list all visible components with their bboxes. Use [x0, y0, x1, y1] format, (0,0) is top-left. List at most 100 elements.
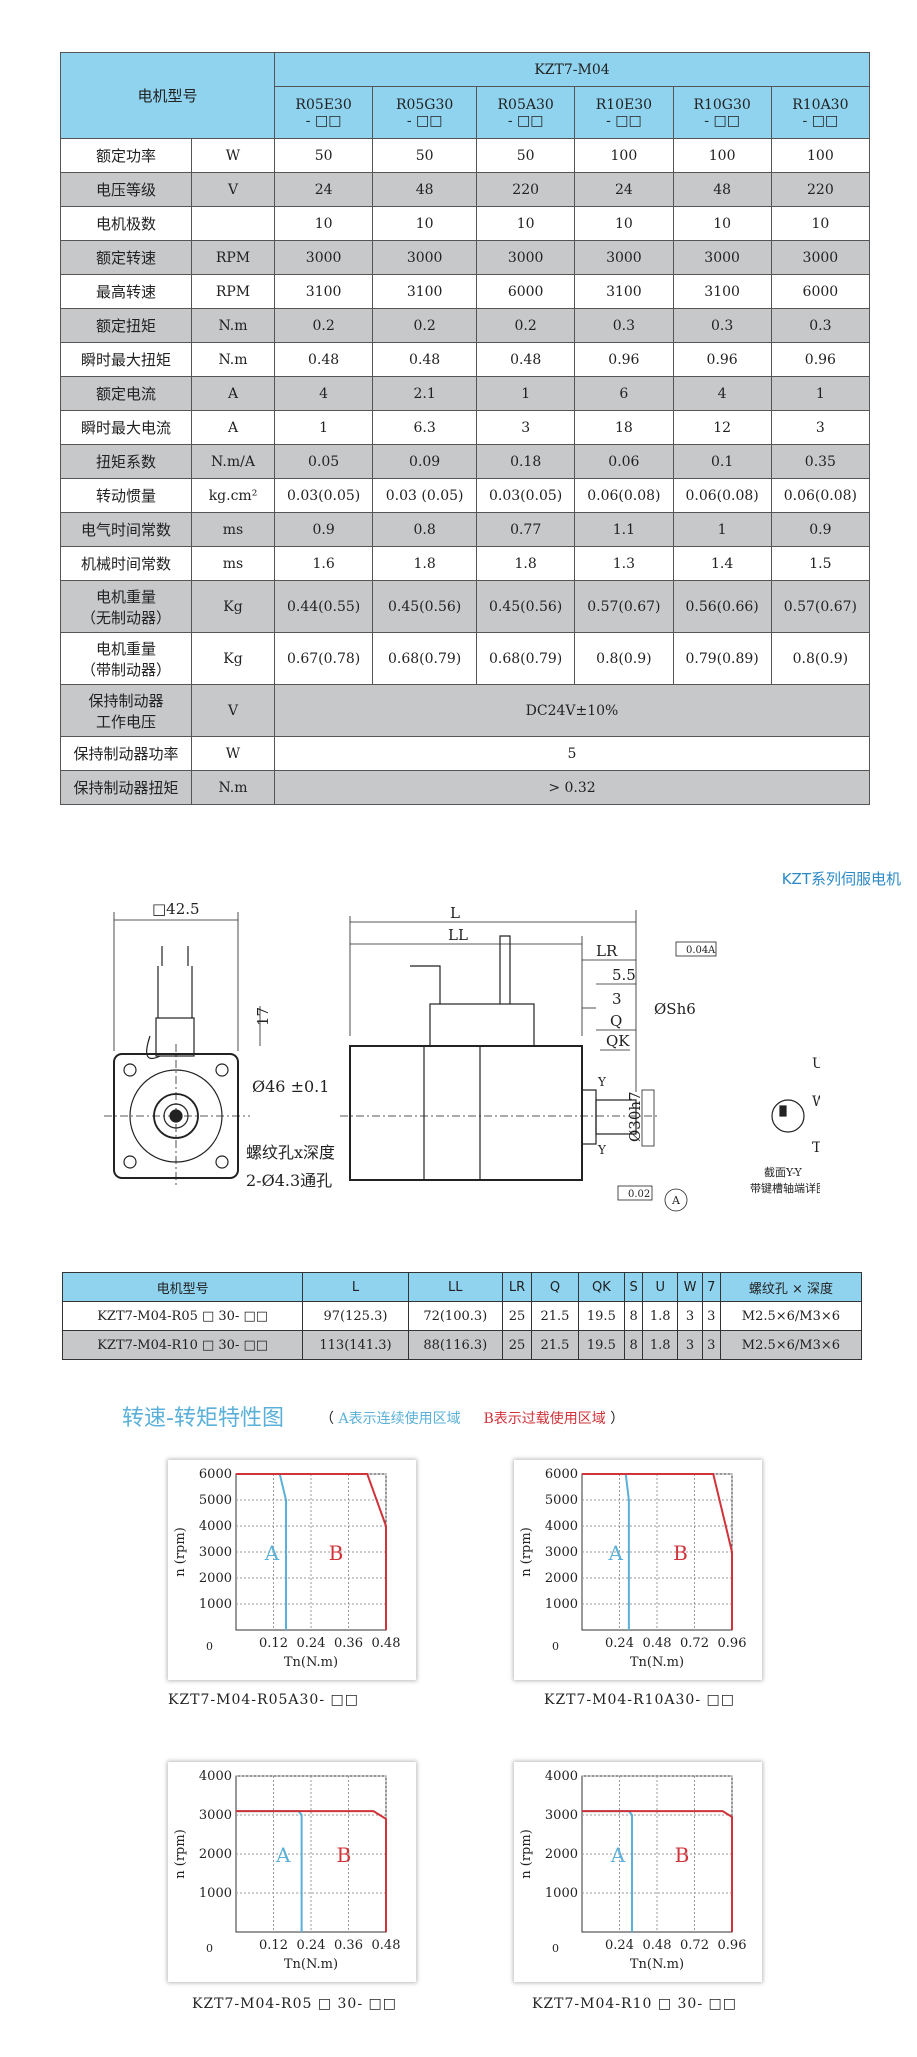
- spec-cell: 48: [672, 172, 772, 207]
- dim-cell: 97(125.3): [302, 1301, 409, 1331]
- y-tick-label: 1000: [199, 1597, 232, 1612]
- spec-cell: 220: [476, 172, 576, 207]
- spec-cell: 0.45(0.56): [476, 580, 576, 633]
- dim-cell: M2.5×6/M3×6: [719, 1330, 863, 1360]
- spec-cell: 0.35: [770, 444, 871, 479]
- y-axis-label: n (rpm): [173, 1527, 188, 1577]
- dim-T: T: [812, 1140, 820, 1156]
- dim-frame: □42.5: [152, 900, 200, 918]
- spec-cell: 0.9: [770, 512, 871, 547]
- x-axis-label: Tn(N.m): [284, 1957, 338, 1972]
- dim-cell: 3: [701, 1301, 721, 1331]
- region-a-label: A: [264, 1541, 280, 1565]
- dim-QK: QK: [606, 1032, 630, 1050]
- spec-cell: 1: [476, 376, 576, 411]
- spec-cell: 10: [574, 206, 674, 241]
- dim-header-cell: L: [302, 1272, 409, 1302]
- spec-cell: 0.57(0.67): [770, 580, 871, 633]
- dim-cell: 25: [501, 1330, 533, 1360]
- spec-cell: 10: [672, 206, 772, 241]
- spec-cell: 1: [273, 410, 374, 445]
- spec-row-name: 最高转速: [60, 274, 192, 309]
- curve-b: [236, 1473, 387, 1630]
- spec-row-name: 电机重量 （无制动器）: [60, 580, 192, 633]
- y-tick-label: 4000: [199, 1769, 232, 1784]
- tol-perp: 0.04: [686, 945, 708, 956]
- model-cell: R05A30 - □□: [476, 86, 576, 139]
- region-b-label: B: [329, 1541, 344, 1565]
- origin-label: 0: [206, 1942, 213, 1955]
- dim-cell: 25: [501, 1301, 533, 1331]
- brake-row-name: 保持制动器 工作电压: [60, 684, 192, 737]
- front-view: [104, 912, 261, 1188]
- y-tick-label: 4000: [545, 1769, 578, 1784]
- dim-L: L: [450, 904, 460, 922]
- spec-cell: 2.1: [372, 376, 478, 411]
- model-cell: R05G30 - □□: [372, 86, 478, 139]
- spec-cell: 100: [770, 138, 871, 173]
- spec-row-unit: ms: [191, 546, 275, 581]
- x-tick-label: 0.48: [372, 1938, 401, 1953]
- section-mark-top: Y: [597, 1075, 607, 1089]
- spec-cell: 48: [372, 172, 478, 207]
- spec-row-unit: Kg: [191, 580, 275, 633]
- x-axis-label: Tn(N.m): [630, 1655, 684, 1670]
- spec-row-unit: Kg: [191, 632, 275, 685]
- spec-cell: 0.77: [476, 512, 576, 547]
- x-tick-label: 0.48: [643, 1938, 672, 1953]
- spec-cell: 1: [672, 512, 772, 547]
- dim-cell: 21.5: [531, 1330, 579, 1360]
- region-b-label: B: [675, 1843, 690, 1867]
- spec-cell: 3000: [770, 240, 871, 275]
- spec-cell: 0.48: [476, 342, 576, 377]
- spec-cell: 1.1: [574, 512, 674, 547]
- spec-row-name: 电机重量 （带制动器）: [60, 632, 192, 685]
- chart-caption: KZT7-M04-R05A30- □□: [168, 1692, 359, 1708]
- tol-perp-ref: A: [707, 945, 716, 956]
- y-tick-label: 6000: [545, 1467, 578, 1482]
- dim-sh6: ØSh6: [654, 1000, 696, 1018]
- section-label: 截面Y-Y: [764, 1165, 803, 1179]
- spec-row-unit: N.m/A: [191, 444, 275, 479]
- series-header: KZT7-M04: [274, 52, 870, 87]
- spec-cell: 0.67(0.78): [273, 632, 374, 685]
- spec-cell: 0.96: [574, 342, 674, 377]
- x-tick-label: 0.24: [297, 1938, 326, 1953]
- spec-cell: 3000: [476, 240, 576, 275]
- dim-header-cell: Q: [531, 1272, 579, 1302]
- y-tick-label: 1000: [199, 1886, 232, 1901]
- spec-cell: 0.18: [476, 444, 576, 479]
- spec-cell: 0.8: [372, 512, 478, 547]
- note-b: B表示过载使用区域: [483, 1411, 606, 1427]
- dim-cell: 1.8: [642, 1301, 679, 1331]
- x-tick-label: 0.96: [718, 1938, 747, 1953]
- y-tick-label: 3000: [545, 1808, 578, 1823]
- section-title: 转速-转矩特性图: [122, 1406, 284, 1431]
- spec-row-unit: kg.cm²: [191, 478, 275, 513]
- dim-5-5: 5.5: [612, 966, 636, 984]
- y-axis-label: n (rpm): [519, 1829, 534, 1879]
- spec-cell: 1.4: [672, 546, 772, 581]
- brake-row-unit: V: [191, 684, 275, 737]
- spec-cell: 0.05: [273, 444, 374, 479]
- dim-header-cell: 螺纹孔 × 深度: [719, 1272, 863, 1302]
- spec-cell: 1.8: [372, 546, 478, 581]
- spec-cell: 0.03 (0.05): [372, 478, 478, 513]
- region-b-label: B: [336, 1843, 351, 1867]
- region-a-label: A: [275, 1843, 291, 1867]
- dimension-drawing: □42.5 17 45° Ø46 ±0.1 螺纹孔x深度 2-Ø4.3通孔 L …: [100, 900, 820, 1212]
- spec-cell: 10: [273, 206, 374, 241]
- y-axis-label: n (rpm): [519, 1527, 534, 1577]
- dim-3: 3: [612, 990, 622, 1008]
- spec-cell: 100: [574, 138, 674, 173]
